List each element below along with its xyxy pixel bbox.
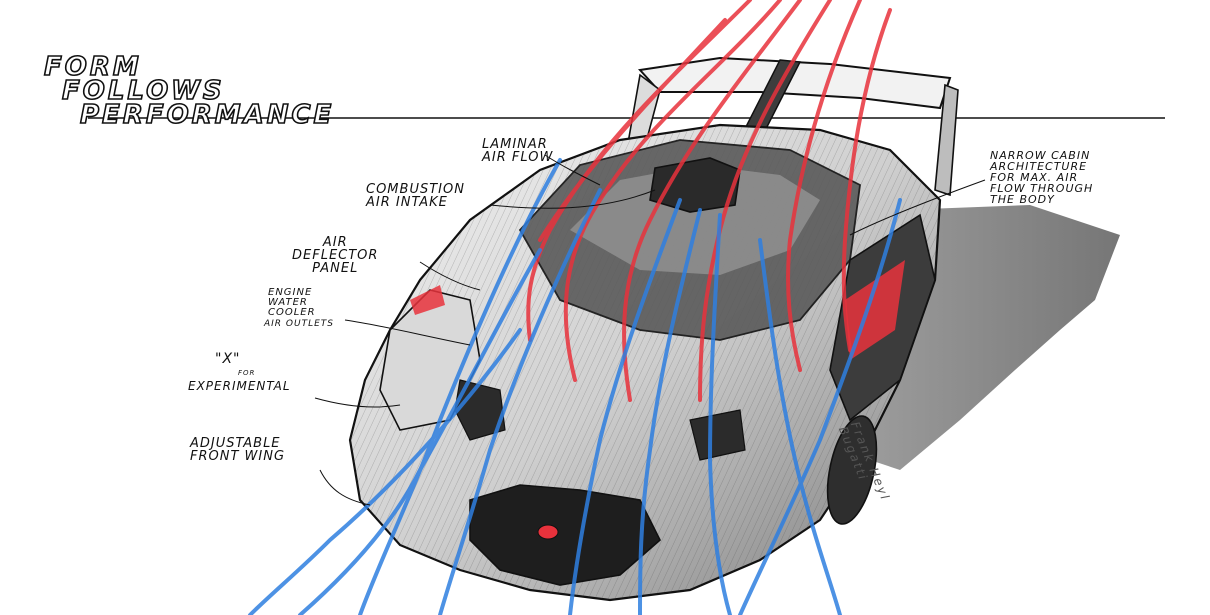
annotation-combustion-air-intake: Combustion Air Intake	[366, 182, 465, 210]
annotation-engine-water-cooler: Engine Water Cooler	[268, 287, 316, 318]
annotation-x-for: for	[238, 369, 256, 377]
rear-wing-strut-right	[934, 83, 959, 197]
title-line-1: Form	[43, 52, 142, 82]
cabin-highlight	[570, 165, 820, 275]
left-red-panel	[410, 285, 445, 315]
annotation-x-experimental: Experimental	[188, 379, 291, 393]
title-line-2: Follows	[61, 75, 225, 106]
annotation-engine-air-outlets: Air Outlets	[264, 319, 335, 329]
right-headlight	[689, 409, 746, 461]
annotation-x-mark: "X"	[215, 351, 241, 367]
annotation-narrow-cabin: Narrow Cabin Architecture for Max. Air F…	[990, 149, 1094, 206]
combustion-intake	[649, 157, 741, 213]
front-badge	[537, 524, 559, 540]
blue-airflow	[248, 158, 902, 615]
page-title: Form Follows Performance	[43, 52, 335, 130]
annotation-leaders	[314, 154, 986, 506]
annotation-air-deflector-panel: Air Deflector Panel	[292, 235, 379, 276]
title-line-3: Performance	[79, 99, 335, 130]
red-airflow	[526, 0, 892, 402]
front-right-wheel	[826, 415, 878, 525]
annotation-adjustable-front-wing: Adjustable Front Wing	[190, 436, 286, 464]
annotation-laminar-air-flow: Laminar Air Flow	[482, 137, 554, 165]
